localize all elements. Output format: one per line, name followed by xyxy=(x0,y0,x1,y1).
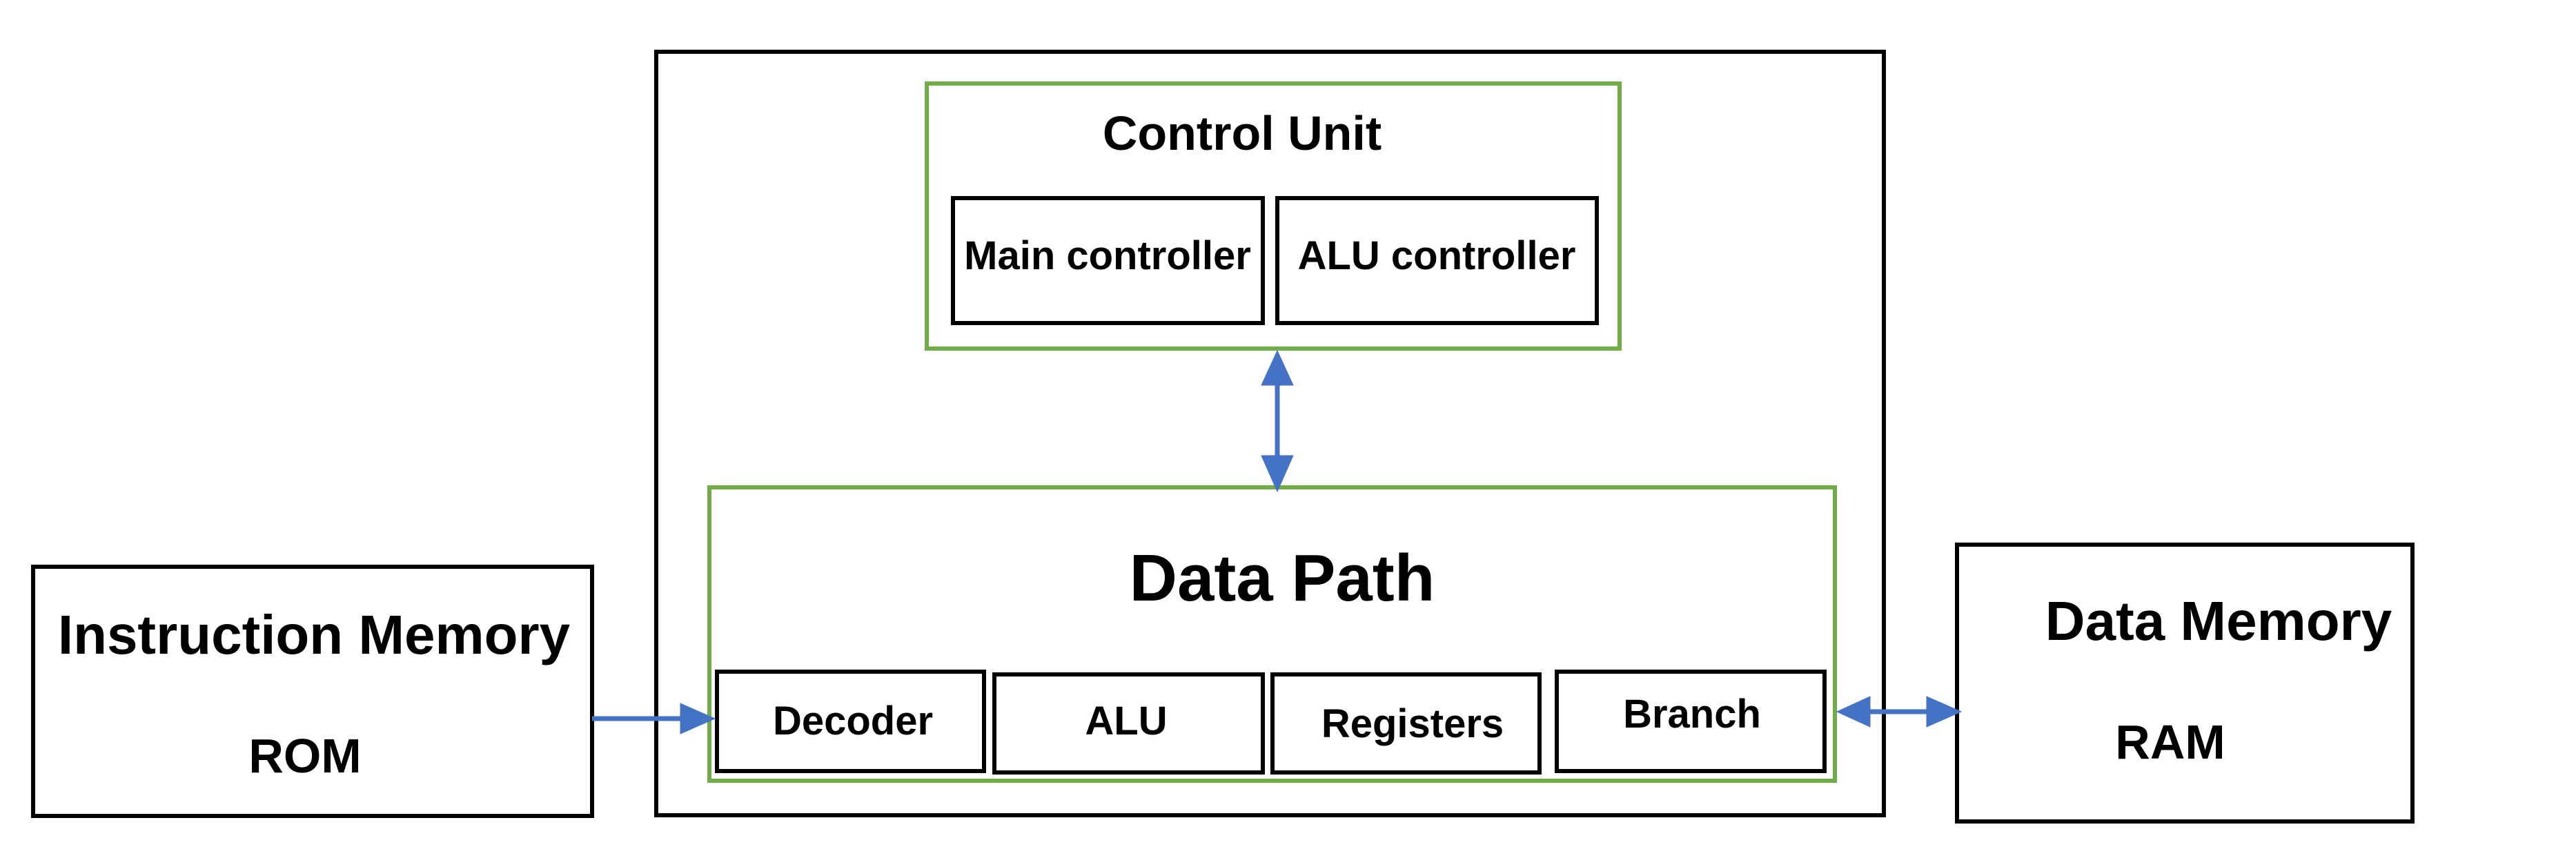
alu-controller-box xyxy=(1275,196,1599,325)
instruction-memory-type: ROM xyxy=(248,729,362,783)
control-unit-title: Control Unit xyxy=(1102,106,1382,160)
data-memory-title: Data Memory xyxy=(2045,590,2392,652)
branch-box xyxy=(1555,670,1827,773)
registers-label: Registers xyxy=(1321,701,1504,746)
main-controller-box xyxy=(951,196,1265,325)
data-memory-box xyxy=(1955,543,2415,824)
alu-box xyxy=(992,672,1265,775)
decoder-label: Decoder xyxy=(772,699,934,743)
alu-label: ALU xyxy=(1085,699,1168,743)
cpu-frame xyxy=(654,50,1886,817)
data-memory-type: RAM xyxy=(2115,715,2225,769)
control-unit-box xyxy=(925,81,1622,351)
data-path-title: Data Path xyxy=(1129,541,1435,615)
branch-label: Branch xyxy=(1623,692,1761,737)
main-controller-label: Main controller xyxy=(964,233,1251,278)
registers-box xyxy=(1270,672,1542,775)
decoder-box xyxy=(715,670,986,773)
alu-controller-label: ALU controller xyxy=(1297,233,1576,278)
instruction-memory-box xyxy=(31,565,594,818)
instruction-memory-title: Instruction Memory xyxy=(57,604,571,665)
